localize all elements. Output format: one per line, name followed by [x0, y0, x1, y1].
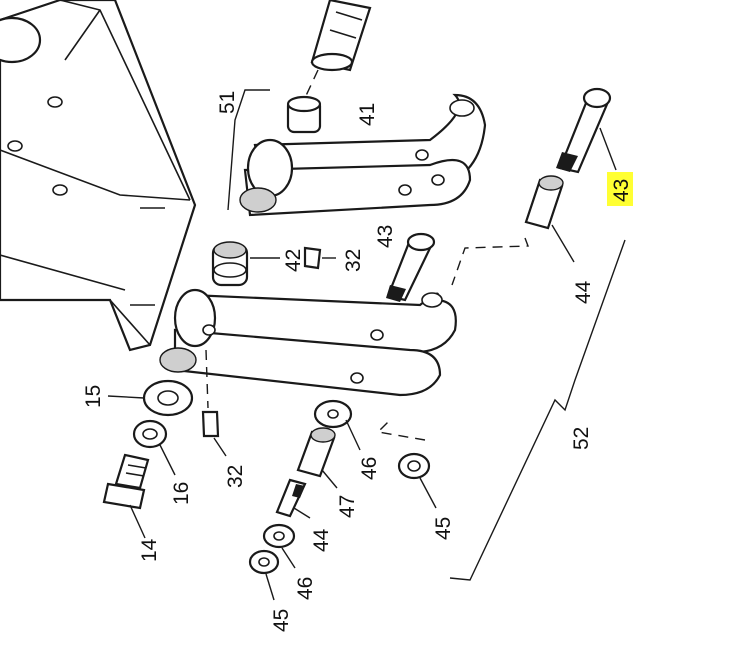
dashed-leader-upper — [451, 237, 529, 286]
label-52: 52 — [570, 427, 593, 450]
label-14: 14 — [138, 538, 161, 562]
washer-15 — [107, 379, 194, 417]
pin-42 — [211, 241, 280, 287]
label-43-right: 43 — [610, 179, 633, 202]
bushing-44-right — [524, 175, 575, 263]
label-44-right: 44 — [572, 280, 595, 304]
highlight-43 — [607, 172, 633, 206]
nut-45-right — [397, 452, 437, 509]
upper-arm-assembly — [227, 89, 487, 217]
label-32-lower: 32 — [224, 465, 247, 488]
label-15: 15 — [82, 385, 105, 408]
label-45-right: 45 — [432, 517, 455, 540]
label-46-upper: 46 — [358, 457, 381, 480]
label-42: 42 — [282, 249, 305, 272]
washer-46-lower — [262, 523, 296, 569]
label-43-middle: 43 — [374, 225, 397, 248]
label-41: 41 — [356, 103, 379, 126]
label-51: 51 — [216, 91, 239, 114]
pin-44-lower — [275, 478, 311, 519]
grease-nipple-32-upper — [303, 246, 336, 270]
lower-arm-assembly — [159, 288, 457, 397]
callouts: 51 41 42 32 43 43 44 15 16 14 32 46 47 4… — [82, 91, 633, 632]
grease-nipple-32-lower — [201, 349, 227, 457]
bracket-52 — [449, 239, 626, 581]
label-47: 47 — [336, 495, 359, 518]
washer-46-upper — [313, 399, 361, 451]
sleeve-47 — [296, 427, 338, 489]
bolt-43-middle — [386, 232, 436, 302]
label-44-lower: 44 — [310, 528, 333, 552]
dashed-leader-lower — [376, 417, 426, 441]
label-16: 16 — [170, 482, 193, 505]
label-45-lower: 45 — [270, 609, 293, 632]
label-46-lower: 46 — [294, 577, 317, 600]
label-32-upper: 32 — [342, 249, 365, 272]
bolt-14 — [102, 453, 150, 539]
bolt-43-right — [556, 87, 617, 174]
bolt-41 — [286, 0, 372, 134]
nut-45-lower — [248, 549, 280, 601]
nut-16 — [132, 419, 176, 476]
mounting-frame — [0, 0, 197, 352]
